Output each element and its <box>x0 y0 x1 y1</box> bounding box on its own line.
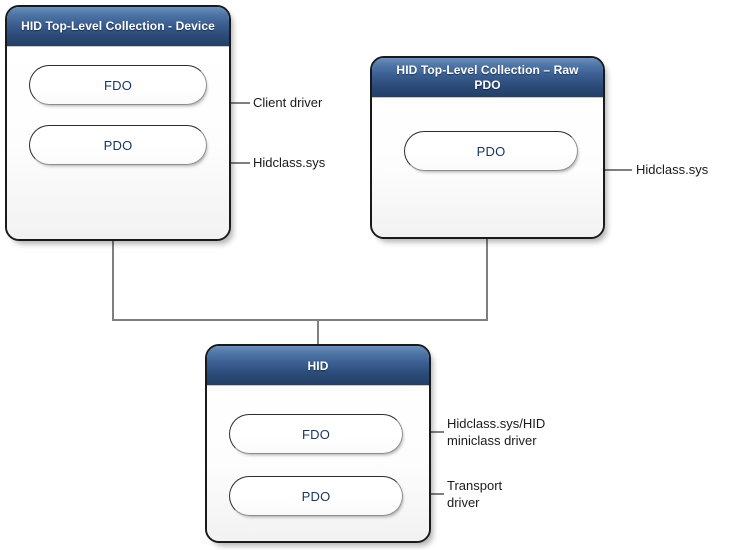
connector-rawpdo-to-hid <box>318 238 488 321</box>
node-title-hid-top-level-collection-raw-pdo: HID Top-Level Collection – Raw PDO <box>372 58 603 98</box>
connector-device-to-hid <box>112 240 319 344</box>
node-body-raw-pdo: PDO <box>372 98 603 237</box>
callout-hidclass-sys-hid-miniclass-driver: Hidclass.sys/HID miniclass driver <box>447 416 546 448</box>
node-body-device: FDO PDO <box>7 47 229 239</box>
object-fdo-device[interactable]: FDO <box>29 65 207 105</box>
object-pdo-hid[interactable]: PDO <box>229 476 403 516</box>
node-hid-top-level-collection-device[interactable]: HID Top-Level Collection - Device FDO PD… <box>5 5 231 241</box>
object-fdo-hid[interactable]: FDO <box>229 414 403 454</box>
callout-transport-driver: Transport driver <box>447 478 503 510</box>
node-title-hid: HID <box>207 346 429 386</box>
callout-client-driver: Client driver <box>253 95 323 110</box>
callout-hidclass-sys-raw-pdo: Hidclass.sys <box>636 162 709 177</box>
callout-hidclass-sys-device: Hidclass.sys <box>253 155 326 170</box>
node-hid-top-level-collection-raw-pdo[interactable]: HID Top-Level Collection – Raw PDO PDO <box>370 56 605 239</box>
node-hid[interactable]: HID FDO PDO <box>205 344 431 543</box>
node-title-hid-top-level-collection-device: HID Top-Level Collection - Device <box>7 7 229 47</box>
node-body-hid: FDO PDO <box>207 386 429 541</box>
object-pdo-raw[interactable]: PDO <box>404 131 578 171</box>
object-pdo-device[interactable]: PDO <box>29 125 207 165</box>
